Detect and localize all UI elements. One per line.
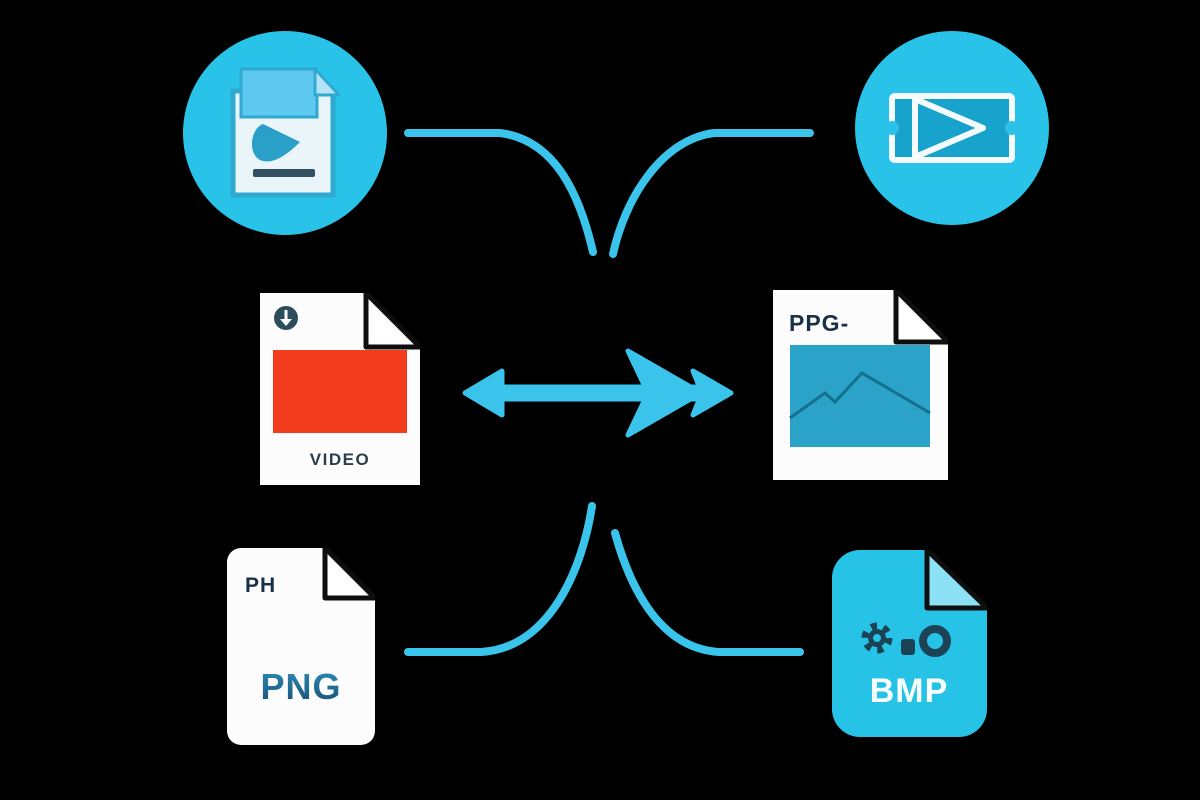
ppg-label: PPG- (789, 310, 849, 336)
video-clip-circle (855, 31, 1049, 225)
video-file-card: VIDEO (260, 293, 420, 485)
play-triangle-icon (912, 95, 986, 160)
ring-icon (919, 625, 951, 657)
document-band (239, 67, 319, 119)
video-document-circle (183, 31, 387, 235)
square-icon (901, 639, 915, 655)
arrow-left-head (462, 368, 505, 418)
image-file-card: PPG- (773, 290, 948, 480)
connector-bottom-right (611, 529, 804, 656)
document-body (227, 548, 375, 745)
connector-bottom-left (404, 502, 596, 656)
frame-notch-right (1005, 120, 1017, 135)
video-thumbnail (273, 350, 407, 433)
download-icon (280, 310, 292, 326)
arrow-right-head-small (690, 368, 734, 418)
video-document-icon (230, 67, 341, 198)
fold-corner (363, 293, 420, 350)
connector-top-right (609, 129, 814, 258)
image-thumbnail (790, 345, 930, 447)
mountain-image-icon (789, 371, 931, 420)
png-corner-label: PH (245, 574, 276, 597)
png-label: PNG (260, 666, 341, 707)
fold-corner (924, 550, 987, 611)
fold-corner (313, 67, 341, 97)
frame-notch-left (887, 120, 899, 135)
bidirectional-arrow-icon (462, 348, 734, 438)
png-file-card: PH PNG (227, 548, 375, 745)
connector-top-left (404, 129, 597, 256)
video-clip-icon (887, 92, 1017, 163)
arrow-right-head-large (625, 348, 704, 438)
underline-bar (253, 169, 315, 177)
fold-corner (893, 290, 948, 345)
bmp-file-card: BMP (832, 550, 987, 737)
gear-icon (861, 622, 893, 654)
fold-corner (322, 548, 375, 601)
play-icon (251, 124, 300, 162)
video-label: VIDEO (310, 450, 370, 469)
bmp-label: BMP (870, 672, 949, 710)
